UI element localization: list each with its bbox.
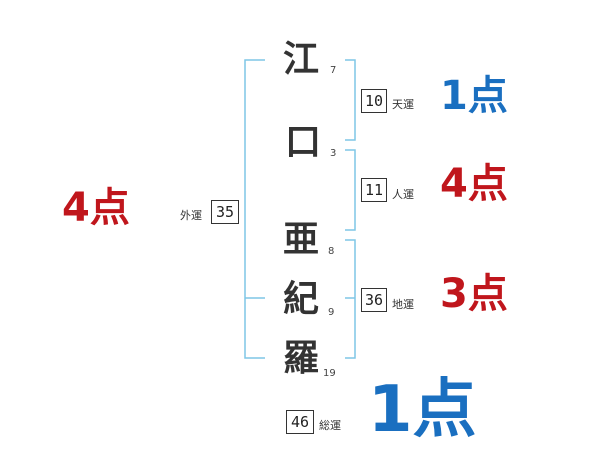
- chikaku-score: 3点: [440, 271, 508, 317]
- stroke-count-3: 8: [328, 246, 335, 257]
- gaikaku-score: 4点: [62, 185, 130, 231]
- stroke-count-1: 7: [330, 65, 337, 76]
- jinkaku-score: 4点: [440, 161, 508, 207]
- name-char-4: 紀: [283, 279, 320, 320]
- name-char-2: 口: [285, 122, 322, 163]
- gaikaku-bracket: [244, 59, 265, 359]
- soukaku-label: 総運: [319, 419, 341, 432]
- soukaku-score: 1点: [368, 373, 477, 447]
- chikaku-label: 地運: [392, 298, 414, 311]
- name-char-5: 羅: [283, 338, 320, 379]
- jinkaku-bracket: [345, 149, 356, 231]
- stroke-count-4: 9: [328, 307, 335, 318]
- stroke-count-2: 3: [330, 148, 337, 159]
- jinkaku-value-box: 11: [361, 178, 387, 202]
- name-char-3: 亜: [283, 219, 320, 260]
- name-char-1: 江: [283, 39, 320, 80]
- stroke-count-5: 19: [323, 368, 336, 379]
- jinkaku-label: 人運: [392, 188, 414, 201]
- soukaku-value-box: 46: [286, 410, 314, 434]
- tenkaku-value-box: 10: [361, 89, 387, 113]
- tenkaku-label: 天運: [392, 98, 414, 111]
- tenkaku-bracket: [345, 59, 356, 141]
- chikaku-value-box: 36: [361, 288, 387, 312]
- chikaku-bracket: [345, 239, 356, 359]
- gaikaku-value-box: 35: [211, 200, 239, 224]
- tenkaku-score: 1点: [440, 73, 508, 119]
- gaikaku-label: 外運: [180, 209, 202, 222]
